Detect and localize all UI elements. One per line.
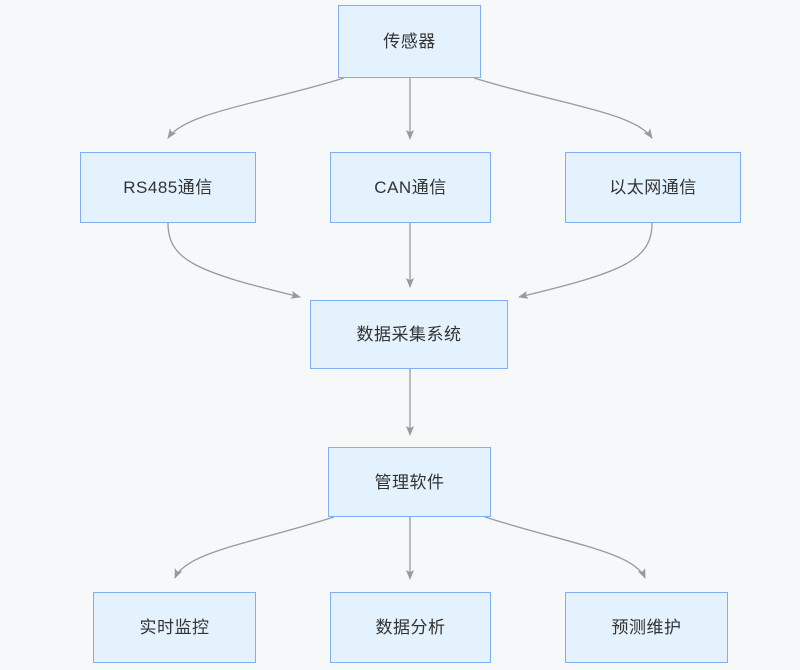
node-realtime-monitoring-label: 实时监控 xyxy=(139,618,210,637)
node-can-communication[interactable]: CAN通信 xyxy=(330,152,491,223)
node-management-software-label: 管理软件 xyxy=(374,472,445,492)
node-predictive-maintenance-label: 预测维护 xyxy=(611,618,682,637)
node-sensor[interactable]: 传感器 xyxy=(338,5,481,78)
node-can-communication-label: CAN通信 xyxy=(374,178,447,197)
node-sensor-label: 传感器 xyxy=(383,32,436,51)
edge-sensor-to-rs485 xyxy=(167,77,345,139)
edge-ethernet-to-daq xyxy=(518,222,653,299)
edge-sensor-to-ethernet xyxy=(473,77,653,139)
edge-software-to-monitor xyxy=(174,516,335,579)
node-rs485-communication-label: RS485通信 xyxy=(123,178,213,197)
node-ethernet-communication[interactable]: 以太网通信 xyxy=(565,152,741,223)
node-data-analysis[interactable]: 数据分析 xyxy=(330,592,491,663)
edge-software-to-maintain xyxy=(484,516,646,579)
node-realtime-monitoring[interactable]: 实时监控 xyxy=(93,592,256,663)
node-data-analysis-label: 数据分析 xyxy=(375,618,446,637)
node-management-software[interactable]: 管理软件 xyxy=(328,447,491,517)
node-data-acquisition-system-label: 数据采集系统 xyxy=(356,325,462,344)
node-predictive-maintenance[interactable]: 预测维护 xyxy=(565,592,728,663)
edge-rs485-to-daq xyxy=(167,222,301,299)
node-data-acquisition-system[interactable]: 数据采集系统 xyxy=(310,300,508,369)
node-ethernet-communication-label: 以太网通信 xyxy=(609,178,697,197)
node-rs485-communication[interactable]: RS485通信 xyxy=(80,152,256,223)
